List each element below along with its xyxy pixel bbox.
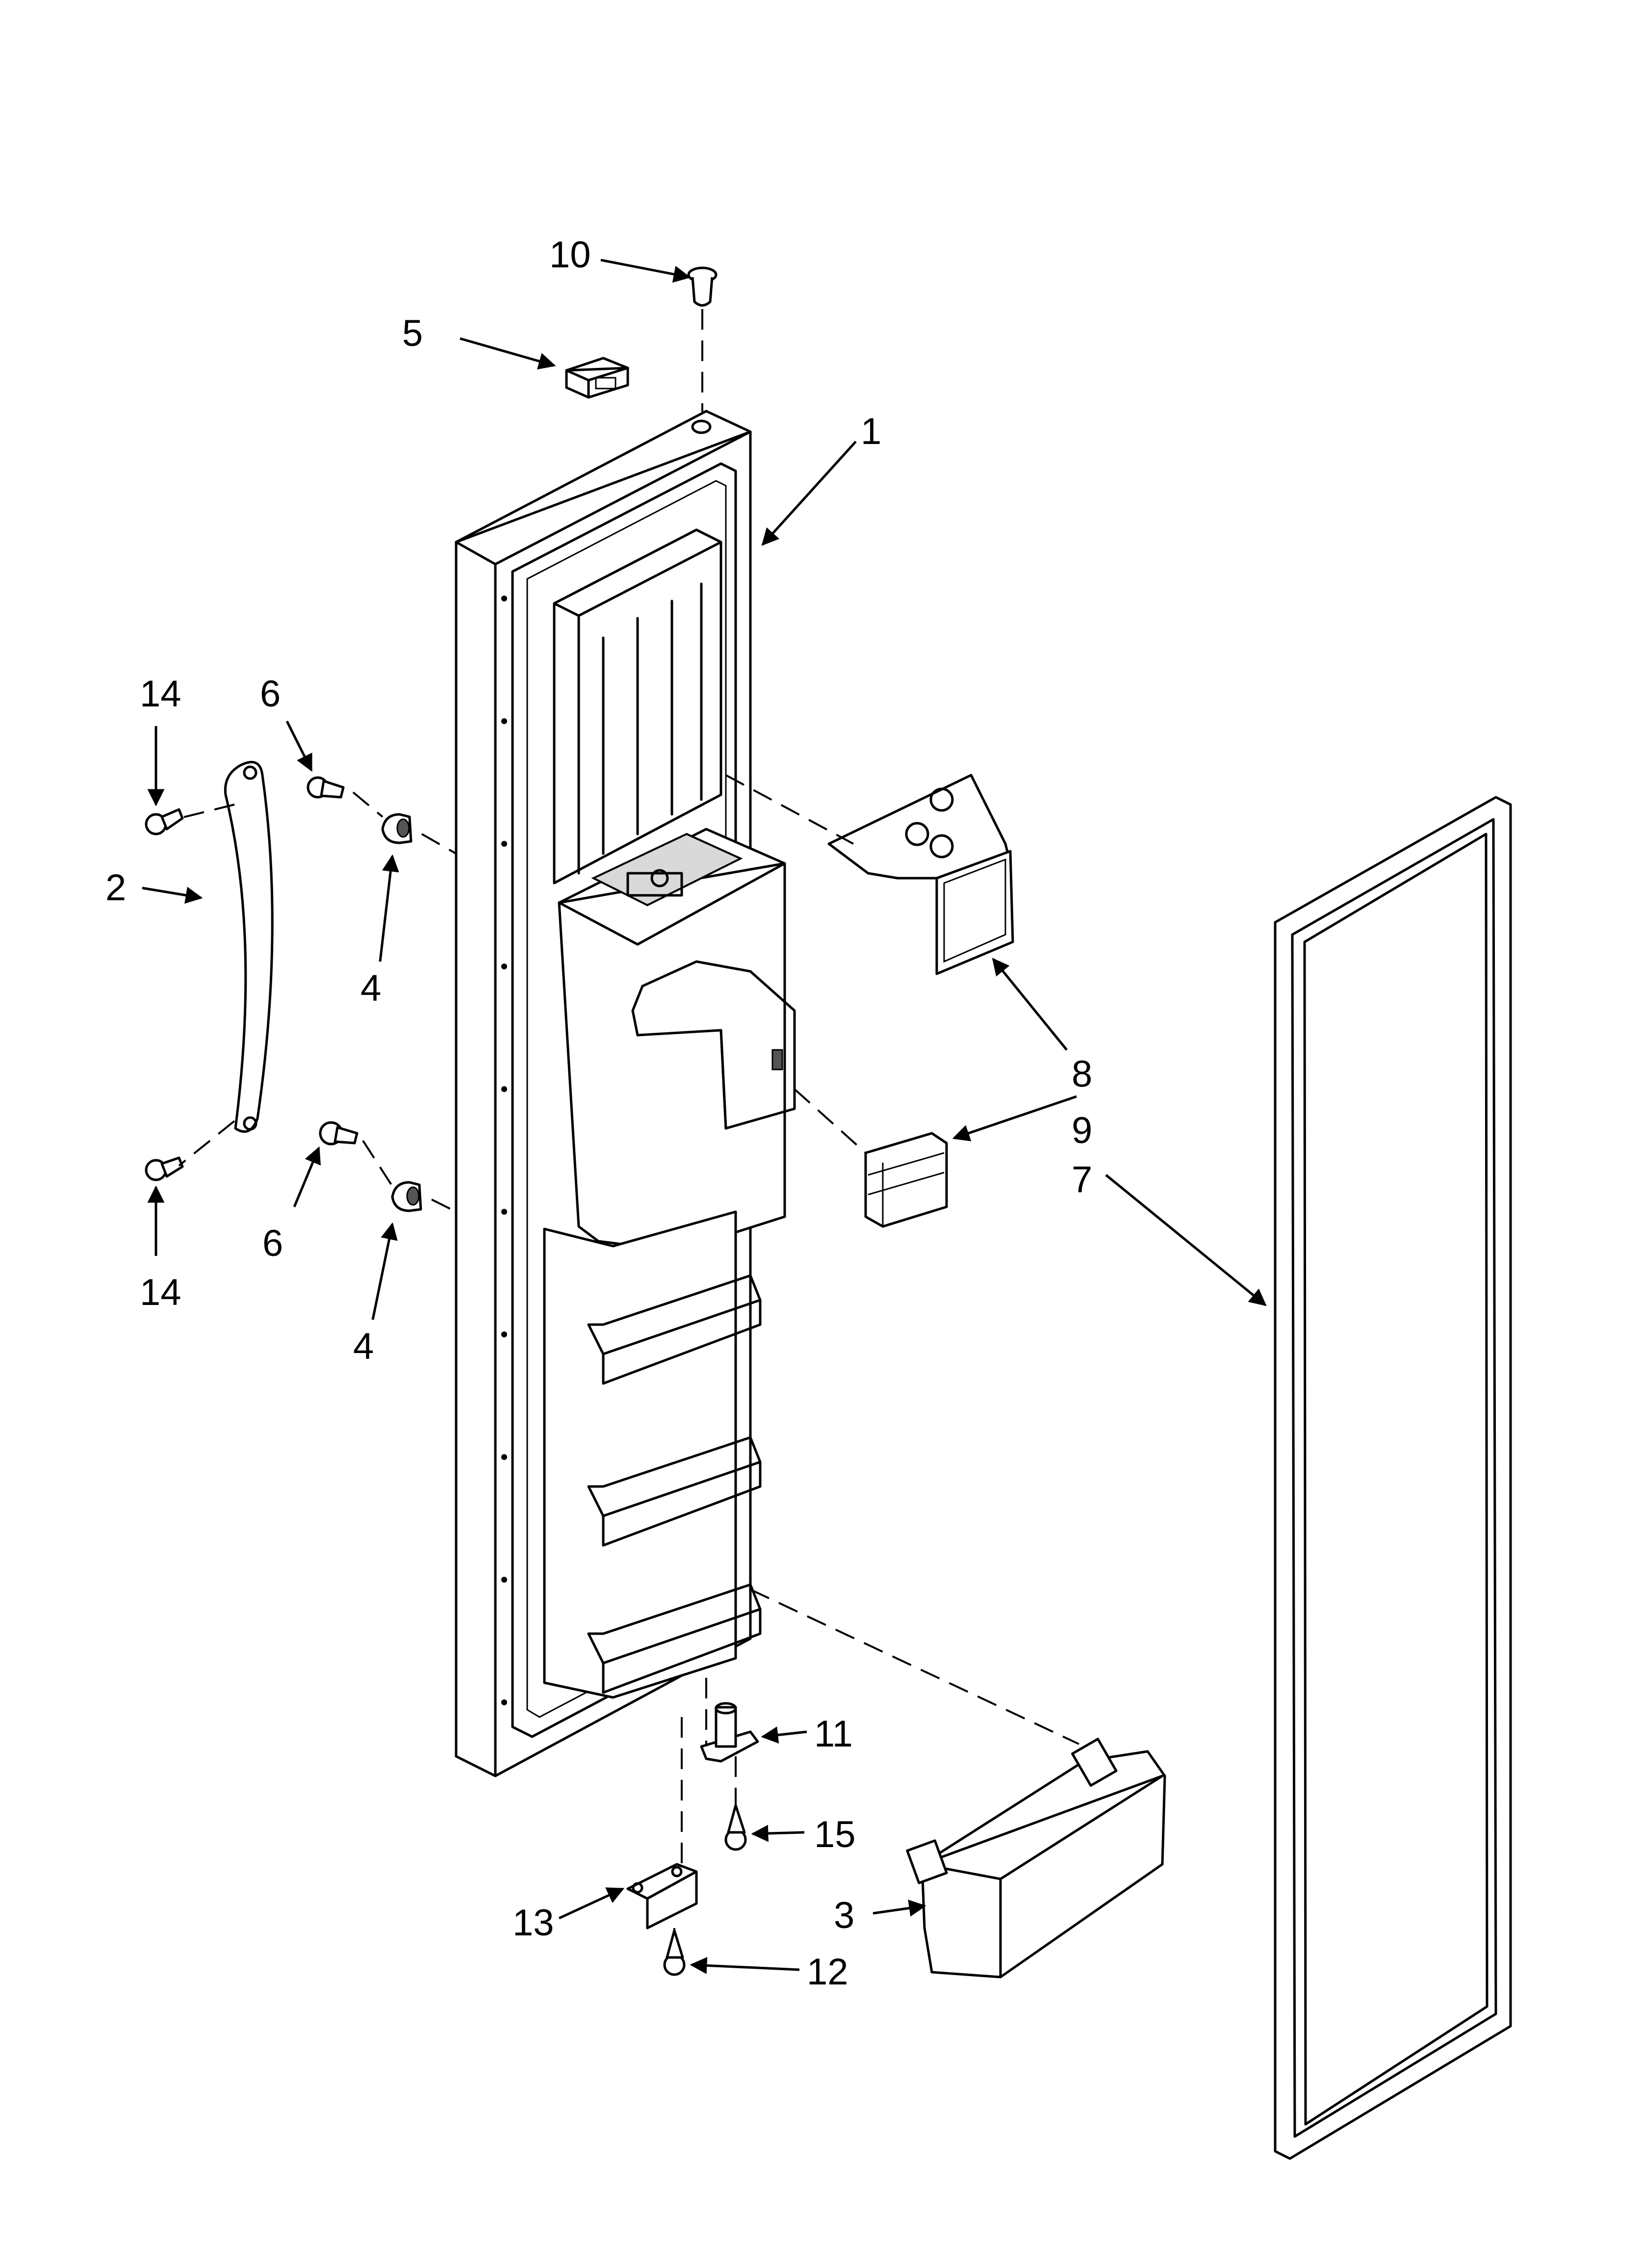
callout-1: 1 (861, 411, 881, 452)
door-shelves (543, 1210, 762, 1699)
mount-screw-upper-part (307, 776, 345, 799)
door-edge-rivets (501, 596, 507, 1705)
switch-block-part (565, 357, 629, 399)
handle-standoff-lower-part (391, 1181, 422, 1212)
handle-screw-upper-part (145, 808, 184, 835)
callout-14-upper: 14 (140, 673, 181, 715)
lower-hinge-bracket-part (626, 1863, 698, 1929)
handle-standoff-upper-part (381, 813, 412, 844)
hinge-bushing-part (687, 266, 718, 307)
callout-10: 10 (549, 234, 591, 276)
callout-4-lower: 4 (353, 1326, 374, 1367)
callout-6-upper: 6 (260, 673, 281, 715)
callout-2: 2 (105, 867, 126, 909)
door-gasket-part (1274, 796, 1512, 2160)
callout-11: 11 (814, 1713, 853, 1755)
lower-hinge-pin-part (700, 1702, 759, 1763)
callout-14-lower: 14 (140, 1272, 181, 1313)
door-bin-part (906, 1738, 1166, 1979)
handle-screw-lower-part (145, 1156, 184, 1181)
dispenser-cover-part (827, 774, 1014, 975)
hinge-screw-part (724, 1804, 747, 1851)
callout-13: 13 (513, 1902, 554, 1944)
dispenser-pad-part (864, 1132, 948, 1228)
door-panel-part (455, 410, 796, 1777)
callout-15: 15 (814, 1814, 856, 1855)
callout-12: 12 (807, 1951, 848, 1993)
callout-labels: 10 5 1 14 6 2 4 8 9 7 6 14 4 11 15 3 13 … (105, 234, 1092, 1993)
bracket-screw-part (663, 1929, 686, 1976)
callout-8: 8 (1072, 1053, 1092, 1095)
callout-3: 3 (834, 1895, 854, 1936)
assembly-lines (178, 309, 1079, 1930)
callout-7: 7 (1072, 1159, 1092, 1200)
mount-screw-lower-part (319, 1121, 359, 1146)
callout-4-upper: 4 (360, 967, 381, 1009)
callout-6-lower: 6 (262, 1223, 283, 1264)
callout-leaders (142, 259, 1267, 1974)
callout-9: 9 (1072, 1110, 1092, 1151)
callout-5: 5 (402, 313, 423, 354)
handle-part (224, 760, 274, 1133)
